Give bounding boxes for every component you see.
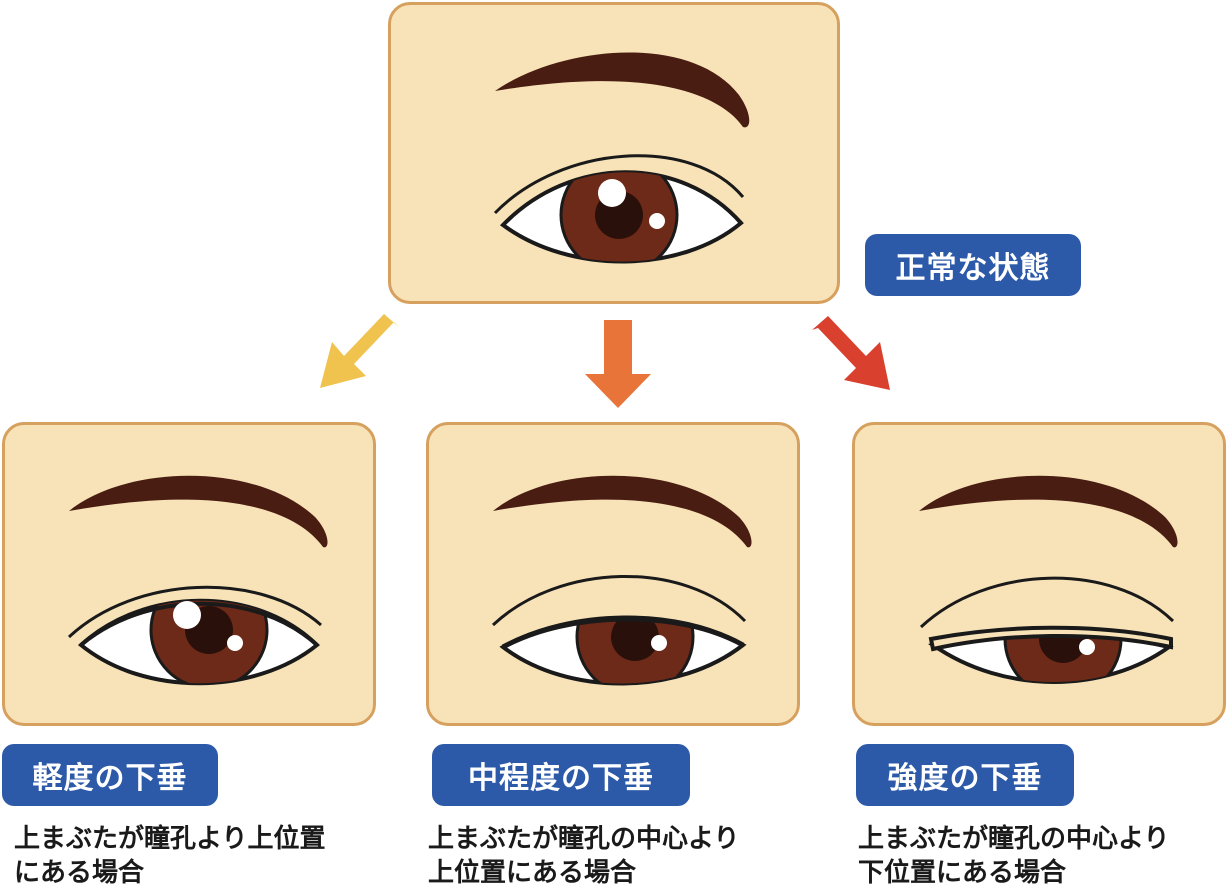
moderate-ptosis-description: 上まぶたが瞳孔の中心より 上位置にある場合 [428,822,739,890]
moderate-eye-illustration [491,475,752,686]
normal-eye-illustration [493,52,750,264]
eyelid-crease [491,575,747,627]
eyebrow [495,52,750,128]
description-line-1: 上まぶたが瞳孔より上位置 [14,824,326,854]
description-line-1: 上まぶたが瞳孔の中心より [428,824,740,854]
severe-ptosis-badge: 強度の下垂 [856,744,1074,806]
mild-ptosis-panel [2,422,376,726]
upper-eyelid-line [79,601,319,647]
upper-eyelid-line [501,616,745,650]
eyebrow [493,475,752,548]
mild-eye-illustration [67,475,328,686]
normal-eye-panel [388,2,840,304]
arrow-to-mild-icon [320,314,400,388]
eyelid-crease [493,154,745,215]
eyelid-crease [67,585,322,639]
highlight-large [173,601,201,629]
eyelid-crease [919,576,1175,629]
highlight-large [598,179,626,207]
description-line-2: 下位置にある場合 [858,858,1067,888]
pupil [611,617,659,661]
highlight-small [651,635,667,651]
mild-ptosis-description: 上まぶたが瞳孔より上位置 にある場合 [14,822,325,890]
normal-state-badge: 正常な状態 [865,234,1081,296]
description-line-2: にある場合 [14,858,145,888]
moderate-ptosis-badge: 中程度の下垂 [432,744,690,806]
description-line-2: 上位置にある場合 [428,858,637,888]
eyebrow [69,475,328,548]
moderate-ptosis-panel [426,422,800,726]
severe-eye-illustration [919,475,1178,684]
severe-ptosis-description: 上まぶたが瞳孔の中心より 下位置にある場合 [858,822,1169,890]
highlight-small [649,213,665,229]
highlight-small [1079,639,1095,655]
highlight-small [227,635,243,651]
arrow-to-moderate-icon [585,320,651,408]
upper-eyelid [928,625,1173,652]
severe-ptosis-panel [852,422,1226,726]
mild-ptosis-badge: 軽度の下垂 [2,744,218,806]
eyebrow [919,475,1178,548]
arrow-to-severe-icon [812,316,890,390]
description-line-1: 上まぶたが瞳孔の中心より [858,824,1170,854]
pupil [1039,634,1087,663]
